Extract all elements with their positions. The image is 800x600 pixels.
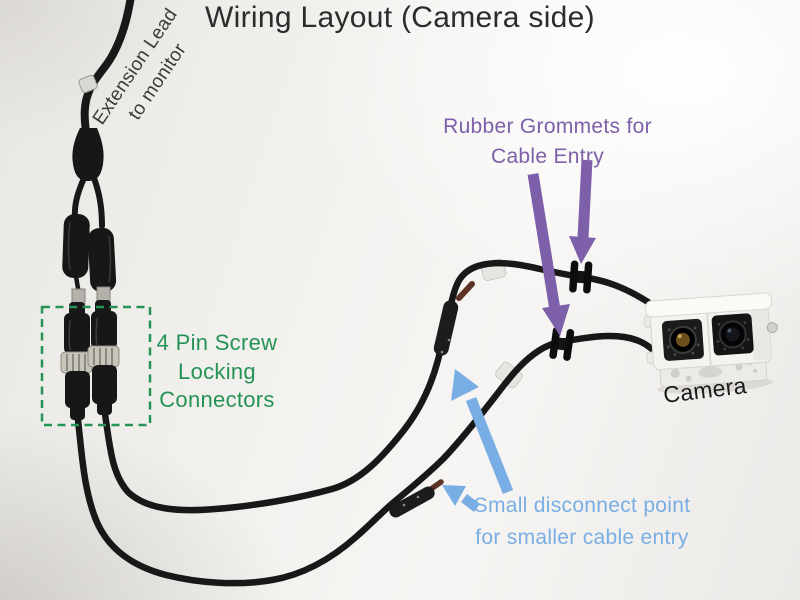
diagram-title: Wiring Layout (Camera side) bbox=[205, 1, 595, 34]
pin-connectors-line3: Connectors bbox=[159, 387, 275, 413]
small-disconnect-upper bbox=[433, 281, 475, 356]
knurled-ring bbox=[60, 351, 93, 374]
dashed-selection-box bbox=[40, 305, 152, 427]
pin-connectors-line2: Locking bbox=[178, 358, 256, 384]
metal-crimp bbox=[96, 286, 111, 303]
disconnect-line2: for smaller cable entry bbox=[475, 525, 689, 549]
camera-lens-left bbox=[661, 318, 704, 361]
knurled-ring bbox=[87, 345, 120, 368]
rubber-grommets-label: Rubber Grommets for Cable Entry bbox=[425, 112, 670, 172]
rubber-grommet-upper bbox=[569, 260, 593, 294]
small-disconnect-lower bbox=[389, 479, 444, 518]
camera-illustration bbox=[643, 292, 778, 394]
screw-connector-left bbox=[60, 302, 93, 420]
grommet-arrow-down-left-icon bbox=[527, 173, 570, 336]
camera-visor bbox=[645, 292, 773, 318]
rubber-grommets-line2: Cable Entry bbox=[490, 144, 605, 168]
extension-lead-cable bbox=[72, 0, 135, 181]
metal-crimp bbox=[71, 288, 86, 305]
rubber-grommet-lower bbox=[549, 327, 575, 361]
disconnect-arrow-short-icon bbox=[442, 485, 481, 512]
grommet-arrow-down-right-icon bbox=[569, 159, 596, 264]
camera-lens-right bbox=[711, 313, 754, 356]
y-splitter bbox=[72, 128, 104, 181]
ferrite-choke-left bbox=[62, 213, 90, 279]
right-branch-cable bbox=[87, 175, 117, 306]
camera-side-knob bbox=[766, 322, 778, 334]
disconnect-label: Small disconnect point for smaller cable… bbox=[458, 490, 706, 553]
pin-connectors-line1: 4 Pin Screw bbox=[156, 330, 278, 355]
disconnect-line1: Small disconnect point bbox=[473, 494, 691, 517]
disconnect-arrow-long-icon bbox=[451, 369, 514, 495]
ferrite-choke-right bbox=[87, 227, 117, 293]
pin-connectors-label: 4 Pin Screw Locking Connectors bbox=[146, 329, 288, 415]
rubber-grommets-line1: Rubber Grommets for bbox=[443, 115, 652, 138]
left-branch-cable bbox=[62, 175, 90, 305]
screw-connector-right bbox=[87, 300, 120, 415]
cable-clip bbox=[78, 74, 98, 94]
